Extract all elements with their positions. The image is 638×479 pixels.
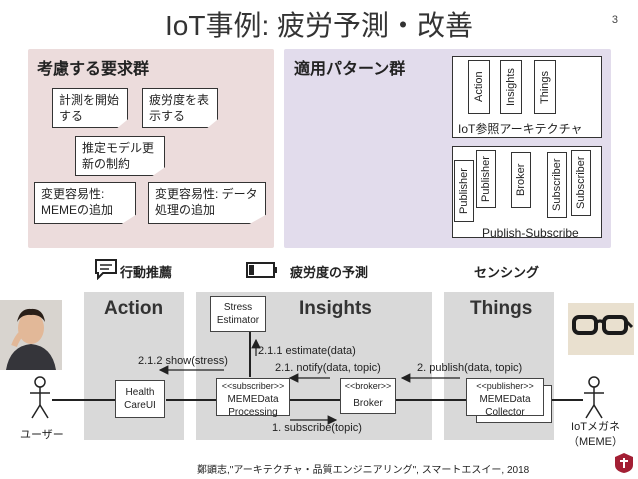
person-photo	[0, 300, 62, 375]
msg-publish: 2. publish(data, topic)	[417, 362, 523, 374]
health-careui-component: Health CareUI	[115, 380, 165, 418]
requirement-note: 計測を開始する	[52, 88, 128, 128]
stress-estimator-component: Stress Estimator	[210, 296, 266, 332]
requirement-note: 変更容易性: データ処理の追加	[148, 182, 266, 224]
action-layer-title: Action	[104, 298, 164, 319]
requirement-note: 推定モデル更新の制約	[75, 136, 165, 176]
msg-notify: 2.1. notify(data, topic)	[275, 362, 381, 374]
device-stick-figure	[584, 376, 604, 419]
device-label: IoTメガネ （MEME）	[568, 421, 623, 448]
broker-stereotype: <<broker>>	[344, 381, 392, 391]
citation: 鄭顕志,"アーキテクチャ・品質エンジニアリング", スマートエスイー, 2018	[197, 465, 530, 476]
meme-collector-component: <<publisher>> MEMEData Collector	[466, 378, 544, 418]
user-stick-figure	[30, 376, 50, 419]
broker-component: <<broker>> Broker	[340, 378, 396, 414]
arch-caption: IoT参照アーキテクチャ	[458, 122, 583, 136]
requirement-note: 変更容易性: MEMEの追加	[34, 182, 136, 224]
subscriber-stereotype: <<subscriber>>	[221, 381, 285, 391]
page-number: 3	[611, 14, 618, 26]
requirement-note: 疲労度を表示する	[142, 88, 218, 128]
meme-processing-label: MEMEData Processing	[227, 394, 279, 418]
patterns-heading: 適用パターン群	[294, 61, 406, 78]
broker-label: Broker	[353, 398, 383, 409]
requirements-heading: 考慮する要求群	[37, 61, 150, 78]
speech-bubble-icon	[94, 258, 118, 285]
meme-processing-component: <<subscriber>> MEMEData Processing	[216, 378, 290, 418]
battery-icon	[246, 262, 278, 283]
msg-show: 2.1.2 show(stress)	[138, 355, 228, 367]
insights-header: 疲労度の予測	[290, 265, 369, 280]
insights-layer-title: Insights	[299, 298, 372, 319]
msg-subscribe: 1. subscribe(topic)	[272, 422, 362, 434]
user-label: ユーザー	[20, 429, 64, 441]
action-header: 行動推薦	[120, 265, 173, 280]
meme-collector-label: MEMEData Collector	[479, 394, 531, 418]
glasses-photo	[568, 303, 634, 360]
things-header: センシング	[474, 265, 540, 280]
page-title: IoT事例: 疲労予測・改善	[164, 10, 473, 41]
publisher-stereotype: <<publisher>>	[476, 381, 534, 391]
pubsub-caption: Publish-Subscribe	[482, 226, 579, 240]
university-logo	[614, 452, 634, 479]
msg-estimate: 2.1.1 estimate(data)	[258, 345, 356, 357]
things-layer-title: Things	[470, 298, 533, 319]
